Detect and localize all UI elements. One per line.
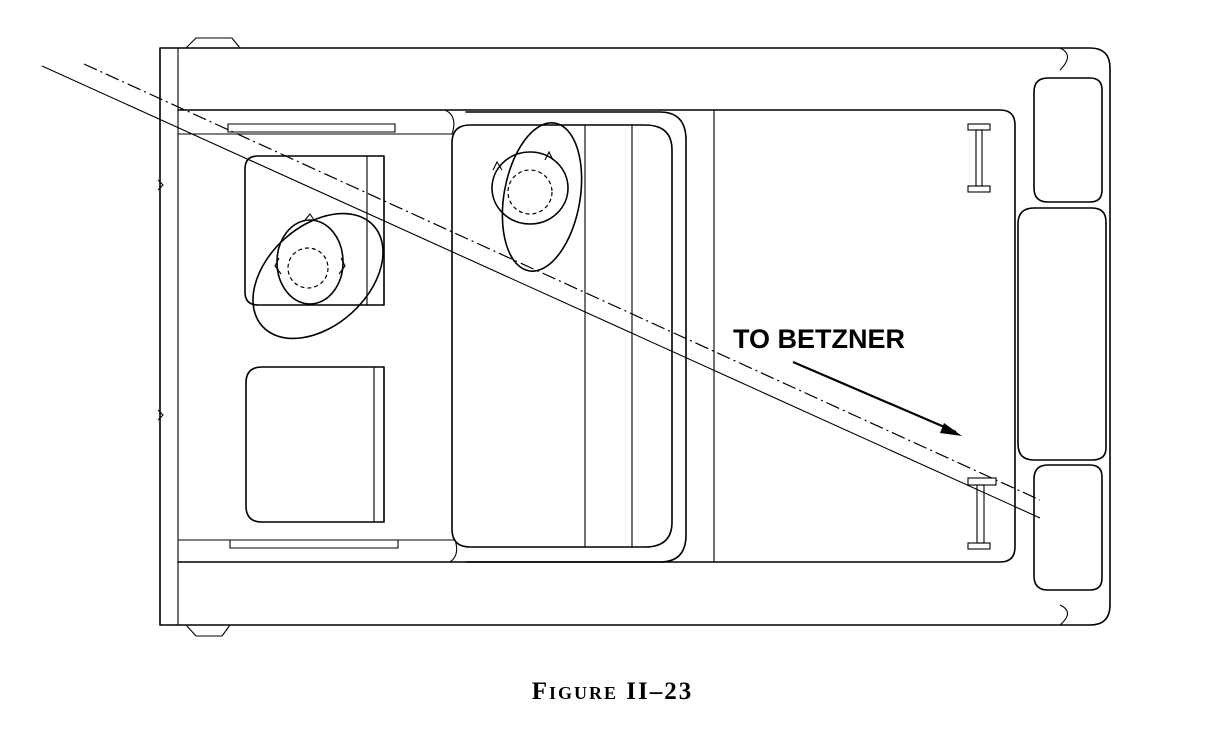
to-betzner-arrow-head: [940, 423, 962, 436]
front-seat-bottom: [245, 366, 385, 523]
rear-cushion-bottom: [1033, 464, 1103, 591]
cabin-outline: [177, 109, 1016, 563]
rear-corner-top: [1059, 47, 1069, 71]
door-trim-bottom: [178, 539, 458, 563]
grab-handle-bottom: [967, 477, 997, 550]
figure-caption: Figure II–23: [531, 678, 694, 705]
middle-bench-frame: [465, 111, 687, 563]
rear-corner-bottom: [1059, 604, 1069, 626]
sight-line-solid: [41, 65, 1041, 519]
to-betzner-label: TO BETZNER: [733, 324, 905, 354]
to-betzner-arrow-shaft: [792, 360, 957, 434]
middle-bench-seat: [451, 124, 673, 548]
rear-cushion-top: [1033, 77, 1103, 203]
tick-mark-upper: [157, 179, 164, 191]
occupant-middle: [491, 122, 583, 272]
sight-line-dashed: [83, 63, 1041, 501]
door-panel-top: [227, 123, 396, 133]
door-handle-top: [185, 37, 241, 49]
grab-handle-top: [967, 123, 991, 193]
occupant-front: [252, 212, 384, 340]
door-panel-bottom: [229, 539, 399, 549]
tick-mark-lower: [157, 409, 164, 421]
rear-cushion-middle: [1017, 207, 1107, 461]
car-body-outline: [159, 47, 1111, 626]
door-trim-top: [178, 109, 455, 135]
door-handle-bottom: [185, 624, 231, 637]
front-seat-top: [244, 155, 385, 306]
